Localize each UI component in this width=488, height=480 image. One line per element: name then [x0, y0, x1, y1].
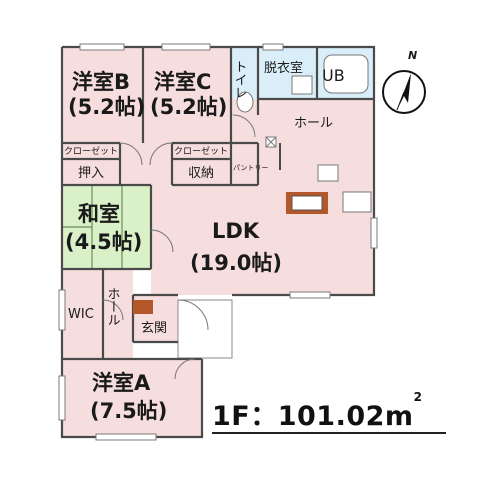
hall-top-label: ホール	[294, 116, 333, 131]
hall-left-label: ホール	[105, 287, 120, 326]
room-western-c	[143, 47, 231, 143]
fridge	[317, 164, 339, 182]
oshiire-area	[62, 159, 120, 185]
closet-b-area	[62, 143, 120, 159]
dressing-label: 脱衣室	[264, 60, 303, 76]
shoe-cabinet	[133, 300, 153, 314]
floor-area-label: 1F：101.02m2	[212, 390, 422, 433]
oshiire-label: 押入	[78, 166, 104, 181]
western-c-name: 洋室C	[154, 70, 211, 94]
pantry-label: パントリー	[233, 164, 268, 172]
room-western-a	[62, 359, 202, 437]
western-b-name: 洋室B	[72, 70, 130, 94]
entrance-porch	[177, 299, 233, 359]
floor-area-value: 1F：101.02m	[212, 401, 414, 432]
toilet-fixture	[236, 91, 254, 113]
room-western-b	[62, 47, 143, 143]
shuno-label: 収納	[188, 166, 214, 181]
toilet-label: トイレ	[232, 60, 247, 99]
floor-area-underline	[212, 432, 446, 434]
ldk-name: LDK	[212, 219, 260, 243]
door-arcs	[102, 114, 256, 380]
washbasin	[291, 75, 313, 95]
ldk-size: (19.0帖)	[190, 251, 282, 275]
windows	[58, 43, 378, 441]
wic-label: WIC	[68, 307, 94, 322]
bathtub	[323, 54, 369, 94]
japanese-size: (4.5帖)	[65, 230, 142, 254]
closet-c-label: クローゼット	[174, 145, 228, 157]
floor-area-unit-sup: 2	[413, 390, 423, 404]
western-b-size: (5.2帖)	[68, 95, 145, 119]
western-a-name: 洋室A	[92, 371, 151, 395]
genkan-label: 玄関	[141, 321, 167, 336]
ub-label: UB	[322, 66, 345, 85]
western-c-size: (5.2帖)	[150, 95, 227, 119]
tatami-lines	[62, 185, 123, 269]
hall-left-area	[103, 269, 133, 359]
north-letter: N	[408, 49, 417, 62]
japanese-name: 和室	[78, 202, 120, 226]
north-compass-icon	[382, 70, 426, 114]
sink	[291, 195, 323, 211]
stove	[342, 191, 372, 213]
closet-b-label: クローゼット	[64, 145, 118, 157]
western-a-size: (7.5帖)	[90, 399, 167, 423]
room-wic	[62, 269, 103, 359]
